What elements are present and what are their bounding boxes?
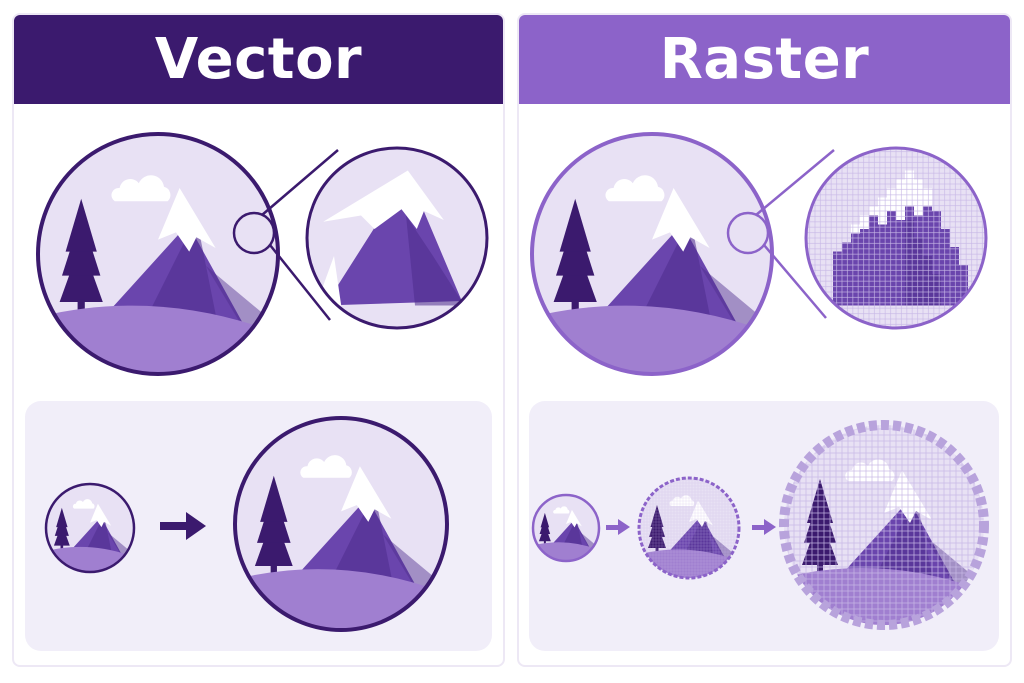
vector-title: Vector [14,15,503,104]
vector-large-illustration [233,416,449,632]
arrow-right-icon [160,512,206,540]
raster-medium-illustration [637,476,741,580]
arrow-right-icon [752,519,776,535]
raster-zoomed-pixel-detail [804,146,988,330]
raster-title: Raster [519,15,1010,104]
magnifier-lens-icon [232,149,339,321]
arrow-right-icon [606,519,630,535]
vector-zoomed-detail [305,146,489,330]
vector-small-illustration [44,482,136,574]
raster-main-illustration [530,132,774,376]
raster-small-illustration [531,493,601,563]
magnifier-lens-icon [726,149,835,319]
raster-large-pixelated-illustration [779,420,989,630]
vector-main-illustration [36,132,280,376]
